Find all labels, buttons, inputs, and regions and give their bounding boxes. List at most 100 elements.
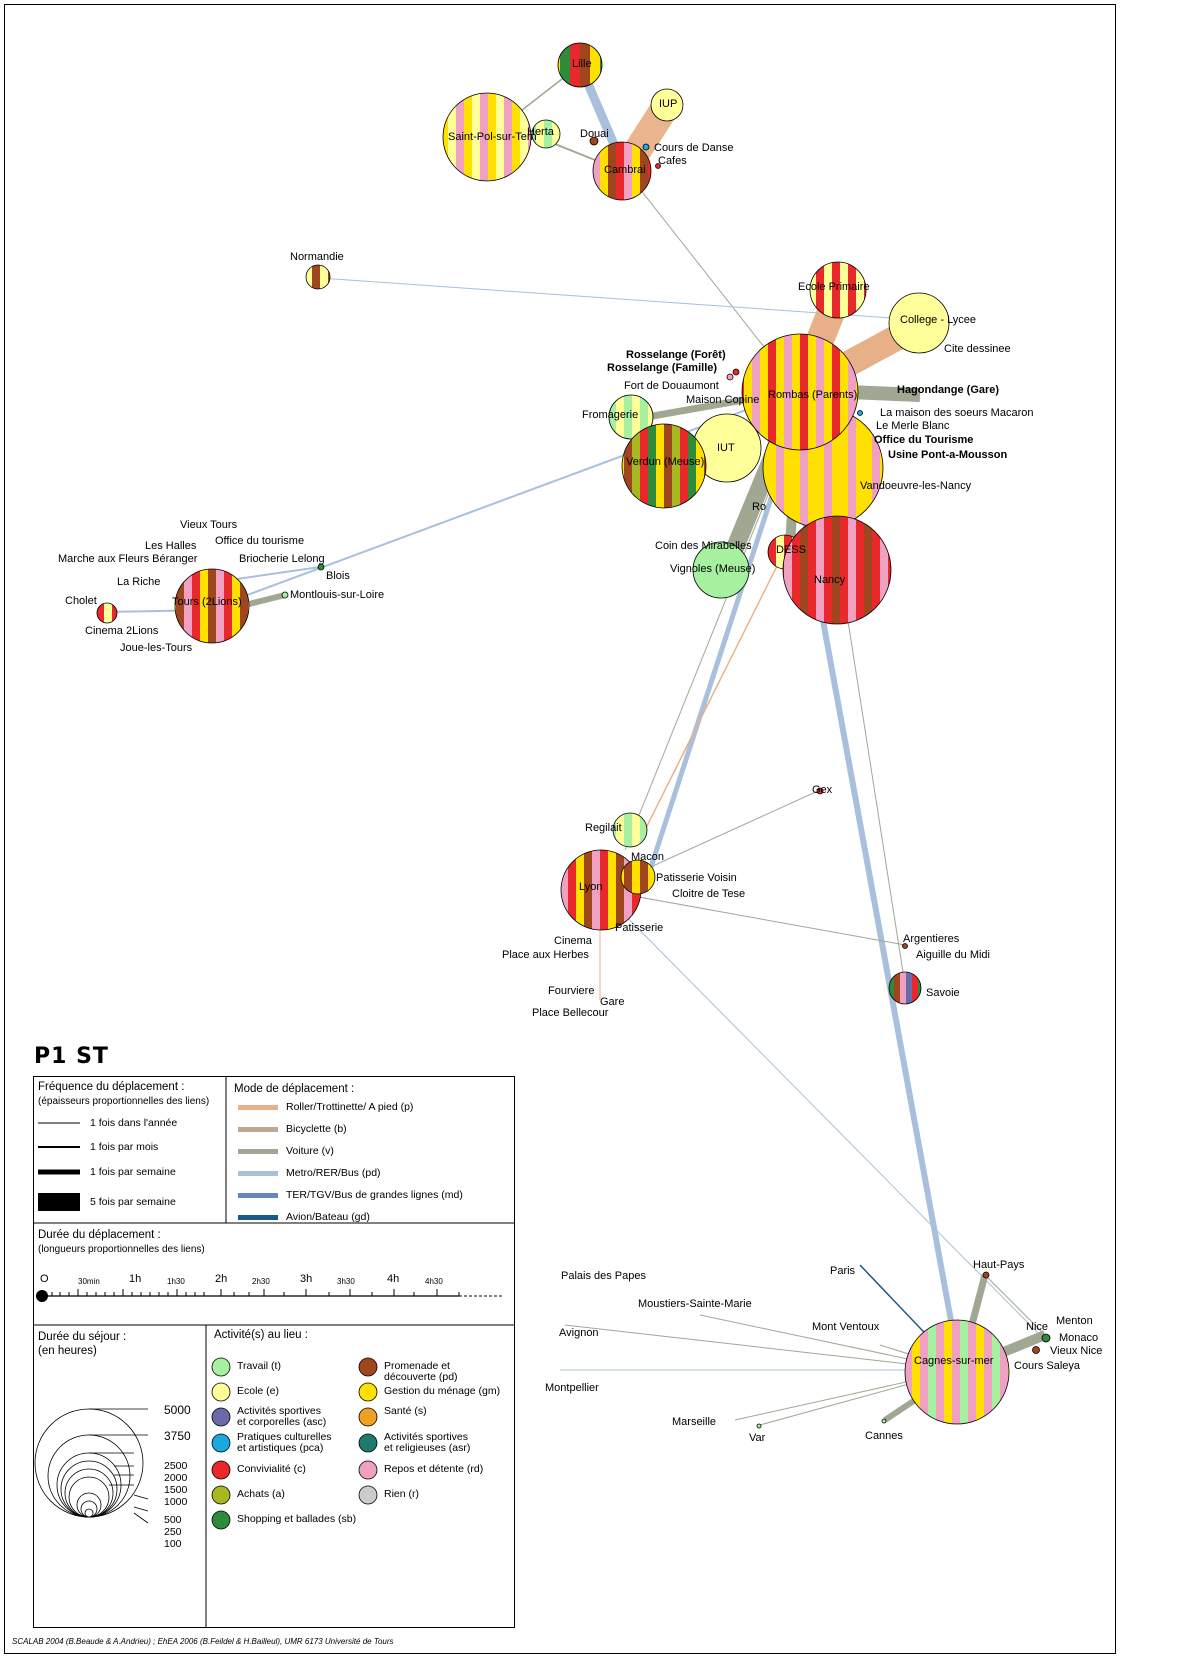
label-dess: DESS	[776, 544, 806, 556]
label-joue: Joue-les-Tours	[120, 642, 193, 654]
legend-graphics	[34, 1077, 514, 1627]
label-patisserievoisin: Patisserie Voisin	[656, 872, 737, 884]
act-title: Activité(s) au lieu :	[214, 1329, 308, 1341]
merle-circle	[857, 410, 863, 416]
mode-title: Mode de déplacement :	[234, 1083, 355, 1095]
legend: Fréquence du déplacement : (épaisseurs p…	[33, 1076, 515, 1628]
duree-sub: (longueurs proportionnelles des liens)	[38, 1244, 205, 1255]
label-lyon: Lyon	[579, 881, 602, 893]
scale-0: O	[40, 1273, 49, 1285]
label-lariche: La Riche	[117, 576, 160, 588]
scale-7: 3h30	[337, 1277, 355, 1286]
label-iut: IUT	[717, 442, 735, 454]
label-ventoux: Mont Ventoux	[812, 1321, 880, 1333]
label-ro: Ro	[752, 501, 766, 513]
scale-5: 2h30	[252, 1277, 270, 1286]
ecoleprimaire-circle	[809, 261, 867, 319]
label-ecoleprimaire: Ecole Primaire	[798, 281, 870, 293]
activity-right-5: Rien (r)	[384, 1488, 420, 1500]
scale-8: 4h	[387, 1273, 400, 1285]
tours-circle	[174, 568, 250, 644]
label-saleya: Cours Saleya	[1014, 1360, 1081, 1372]
activity-left-6: Shopping et ballades (sb)	[237, 1513, 357, 1525]
label-patisserie: Patisserie	[615, 922, 663, 934]
label-hagondange: Hagondange (Gare)	[897, 384, 999, 396]
activity-right-2: Santé (s)	[384, 1405, 427, 1417]
fromagerie-circle	[608, 394, 654, 440]
cholet-circle	[96, 602, 118, 624]
scale-6: 3h	[300, 1273, 313, 1285]
monaco-circle	[1041, 1333, 1051, 1343]
label-macaron: La maison des soeurs Macaron	[880, 407, 1033, 419]
montlouis-circle	[281, 591, 289, 599]
verdun-circle	[621, 423, 707, 509]
label-placeherbes: Place aux Herbes	[502, 949, 589, 961]
label-paris: Paris	[830, 1265, 856, 1277]
sejour-title: Durée du séjour :	[38, 1331, 127, 1343]
mode-6: Avion/Bateau (gd)	[286, 1211, 370, 1223]
label-regilait: Regilait	[585, 822, 622, 834]
label-cloitre: Cloitre de Tese	[672, 888, 745, 900]
macon-circle	[620, 859, 656, 895]
credits: SCALAB 2004 (B.Beaude & A.Andrieu) ; EhE…	[12, 1637, 394, 1646]
activity-left-0: Travail (t)	[237, 1360, 281, 1372]
label-marchefleurs: Marche aux Fleurs Béranger	[58, 553, 198, 565]
nancy-circle	[782, 515, 892, 625]
sejour-9: 100	[164, 1538, 182, 1550]
label-cite: Cite dessinee	[944, 343, 1011, 355]
activity-left-1: Ecole (e)	[237, 1385, 280, 1397]
cafes-circle	[655, 163, 661, 169]
label-usine: Usine Pont-a-Mousson	[888, 449, 1007, 461]
place-labels: Lille Saint-Pol-sur-Tern Herta Douai Cam…	[58, 58, 1102, 1444]
vieuxnice-circle	[1032, 1346, 1040, 1354]
sejour-sub: (en heures)	[38, 1345, 97, 1357]
label-avignon: Avignon	[559, 1327, 599, 1339]
saintpol-circle	[442, 92, 532, 182]
mode-3: Voiture (v)	[286, 1145, 334, 1157]
label-merle: Le Merle Blanc	[876, 420, 950, 432]
label-palais: Palais des Papes	[561, 1270, 646, 1282]
label-college: College - Lycee	[900, 314, 976, 326]
label-rossfamille: Rosselange (Famille)	[607, 362, 717, 374]
label-hautpays: Haut-Pays	[973, 1259, 1025, 1271]
label-vieuxtours: Vieux Tours	[180, 519, 238, 531]
label-gare: Gare	[600, 996, 624, 1008]
label-var: Var	[749, 1432, 766, 1444]
label-menton: Menton	[1056, 1315, 1093, 1327]
scale-1: 30min	[78, 1277, 100, 1286]
activity-right-1: Gestion du ménage (gm)	[384, 1385, 501, 1397]
label-office: Office du Tourisme	[874, 434, 973, 446]
sejour-2: 3750	[164, 1429, 191, 1443]
label-argentieres: Argentieres	[903, 933, 960, 945]
label-nancy: Nancy	[814, 574, 846, 586]
mode-5: TER/TGV/Bus de grandes lignes (md)	[286, 1189, 463, 1201]
activity-left-4: Convivialité (c)	[237, 1463, 306, 1475]
label-cafes: Cafes	[658, 155, 687, 167]
cagnes-circle	[904, 1319, 1010, 1425]
savoie-circle	[888, 971, 922, 1005]
label-gex: Gex	[812, 784, 833, 796]
sejour-5: 1500	[164, 1484, 188, 1496]
label-cholet: Cholet	[65, 595, 97, 607]
freq-1: 1 fois dans l'année	[90, 1117, 178, 1129]
label-marseille: Marseille	[672, 1416, 716, 1428]
label-tours: Tours (2Lions)	[172, 596, 242, 608]
label-mirabelles: Coin des Mirabelles	[655, 540, 752, 552]
label-leshalles: Les Halles	[145, 540, 197, 552]
cambrai-circle	[592, 141, 652, 201]
label-monaco: Monaco	[1059, 1332, 1098, 1344]
sejour-8: 250	[164, 1526, 182, 1538]
rosselange-circle	[726, 373, 734, 381]
map-title: P1 ST	[34, 1044, 109, 1069]
label-aiguille: Aiguille du Midi	[916, 949, 990, 961]
label-rombas: Rombas (Parents)	[768, 389, 857, 401]
normandie-circle	[305, 264, 331, 290]
lille-circle	[557, 42, 603, 88]
label-iup: IUP	[659, 98, 677, 110]
sejour-6: 1000	[164, 1496, 188, 1508]
label-douai: Douai	[580, 128, 609, 140]
